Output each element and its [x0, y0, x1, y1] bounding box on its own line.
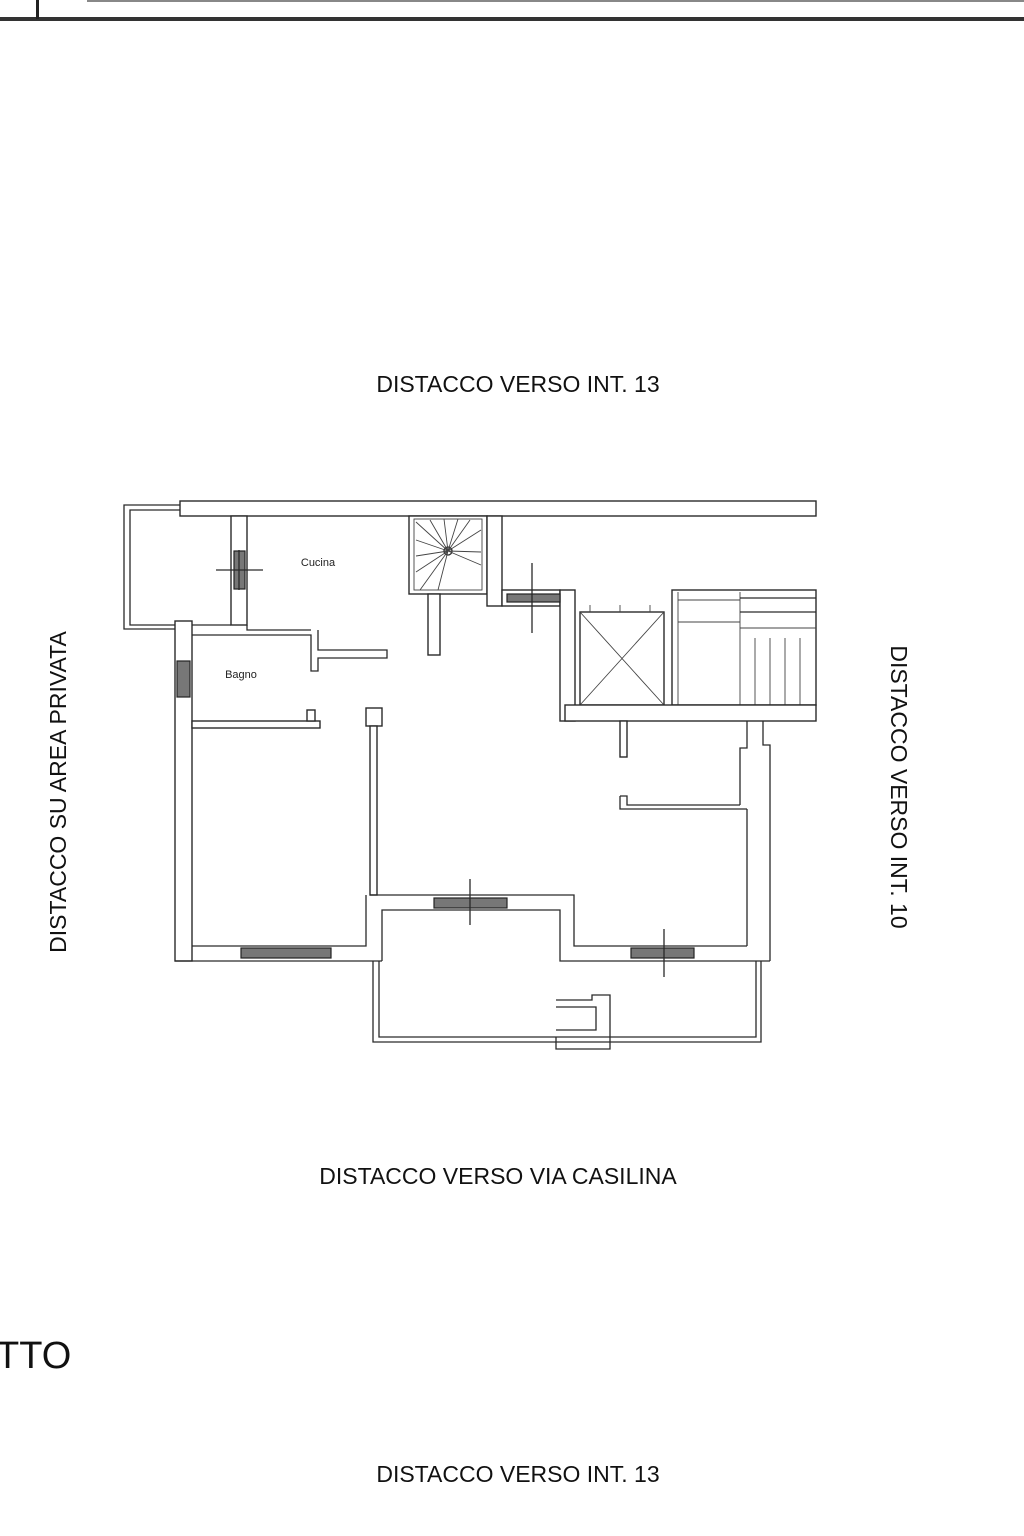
room-label-bathroom: Bagno [225, 669, 257, 681]
label-right: DISTACCO VERSO INT. 10 [886, 645, 912, 928]
walls [123, 500, 817, 1050]
label-bottom-repeat: DISTACCO VERSO INT. 13 [376, 1461, 659, 1487]
elevator-shaft [579, 605, 665, 706]
central-bay-wall [370, 894, 770, 962]
building-staircase [671, 589, 817, 706]
wall [486, 515, 503, 607]
balcony-outline [123, 504, 180, 630]
room-label-kitchen: Cucina [301, 557, 336, 569]
wall [559, 589, 576, 722]
label-left: DISTACCO SU AREA PRIVATA [45, 631, 71, 953]
top-wall [179, 500, 817, 517]
door-jamb [365, 707, 383, 727]
bottom-wall [175, 895, 382, 962]
label-bottom: DISTACCO VERSO VIA CASILINA [319, 1163, 677, 1189]
bathroom-window [176, 660, 191, 698]
title-block-frame [0, 0, 1024, 21]
window [630, 947, 695, 959]
terrace-element [555, 994, 611, 1050]
window [240, 947, 332, 959]
kitchen-bottom-line [246, 625, 311, 631]
partition [619, 720, 628, 758]
label-top: DISTACCO VERSO INT. 13 [376, 371, 659, 397]
bathroom-bottom-wall [191, 720, 321, 729]
partial-title: TTO [0, 1335, 71, 1377]
wall [564, 704, 817, 722]
windows [176, 550, 695, 977]
window [506, 593, 561, 603]
terrace-outline [372, 961, 762, 1043]
partition [619, 795, 747, 810]
bathroom-wall [192, 630, 388, 672]
balcony-inner [129, 509, 231, 626]
spiral-staircase [408, 515, 488, 656]
bedroom-divider-wall [369, 725, 378, 896]
right-wall [739, 721, 771, 961]
door-jamb [306, 709, 316, 722]
